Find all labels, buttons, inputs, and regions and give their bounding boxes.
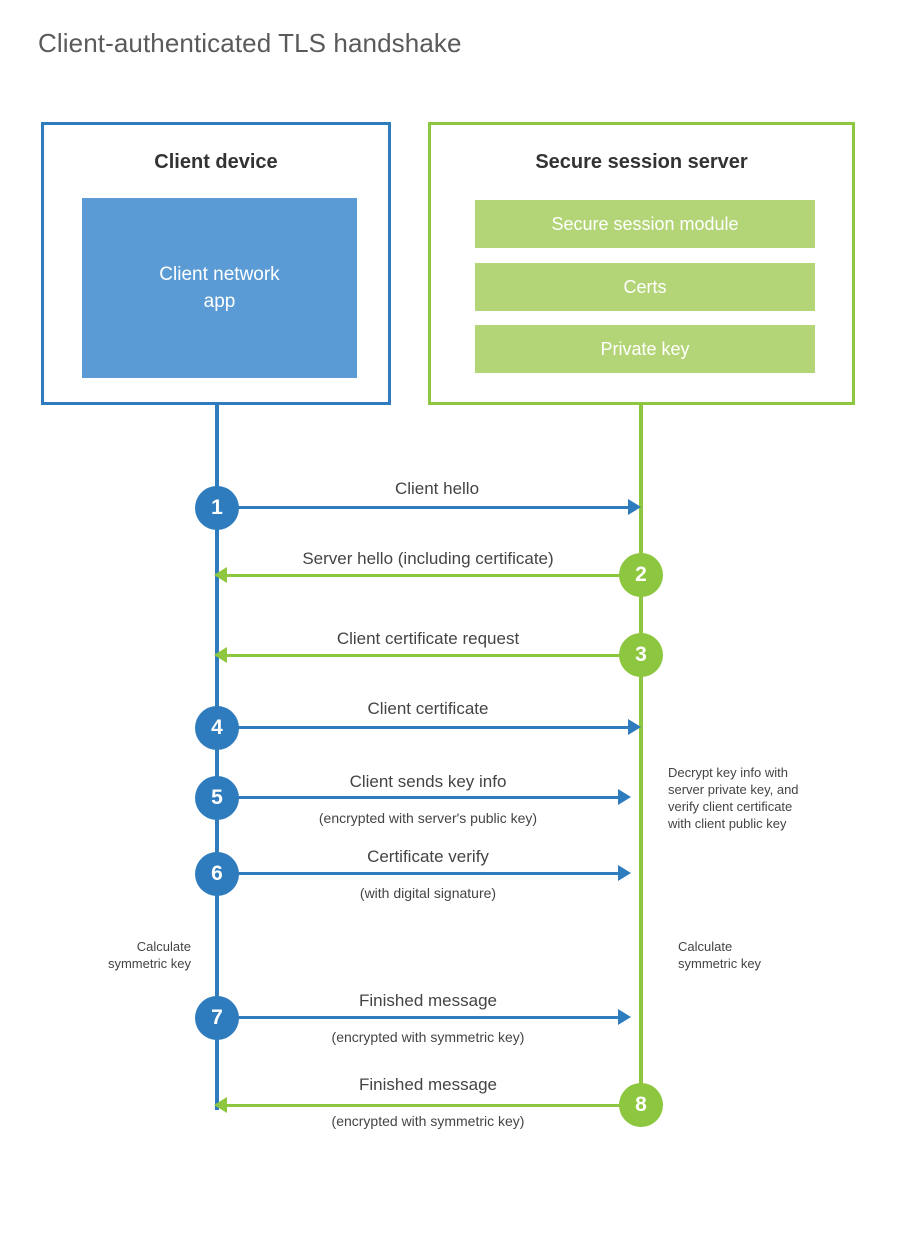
step-5-label: Client sends key info <box>349 772 507 791</box>
step-6-arrow-head-icon <box>618 865 631 881</box>
step-1-arrow-line <box>219 506 632 509</box>
step-6-sublabel: (with digital signature) <box>359 885 497 901</box>
step-5-number-badge[interactable]: 5 <box>195 776 239 820</box>
secure-session-server-box: Secure session server Secure session mod… <box>428 122 855 405</box>
secure-session-server-title: Secure session server <box>535 151 748 173</box>
step-3-arrow-line <box>226 654 623 657</box>
step-8-label: Finished message <box>359 1075 497 1094</box>
step-7-arrow-line <box>219 1016 622 1019</box>
step-6-number-badge[interactable]: 6 <box>195 852 239 896</box>
step-1-arrow-head-icon <box>628 499 641 515</box>
server-lifeline <box>639 405 643 1105</box>
step-2-number-badge[interactable]: 2 <box>619 553 663 597</box>
step-8-number-badge[interactable]: 8 <box>619 1083 663 1127</box>
server-module-certs: Certs <box>475 263 815 311</box>
client-network-app: Client network app <box>82 198 357 378</box>
step-7-label: Finished message <box>359 991 497 1010</box>
step-4-arrow-line <box>219 726 632 729</box>
step-5-arrow-line <box>219 796 622 799</box>
step-3-label: Client certificate request <box>336 629 520 648</box>
step-5-arrow-head-icon <box>618 789 631 805</box>
step-6-arrow-line <box>219 872 622 875</box>
step-1-label: Client hello <box>394 479 480 498</box>
client-device-title: Client device <box>154 151 278 173</box>
client-device-box: Client device Client network app <box>41 122 391 405</box>
step-7-sublabel: (encrypted with symmetric key) <box>331 1029 525 1045</box>
server-module-private-key: Private key <box>475 325 815 373</box>
step-4-label: Client certificate <box>367 699 489 718</box>
step-5-sublabel: (encrypted with server's public key) <box>318 810 538 826</box>
server-module-secure-session-module: Secure session module <box>475 200 815 248</box>
step-2-label: Server hello (including certificate) <box>302 549 554 568</box>
step-7-arrow-head-icon <box>618 1009 631 1025</box>
step-3-number-badge[interactable]: 3 <box>619 633 663 677</box>
step-4-arrow-head-icon <box>628 719 641 735</box>
client-lifeline <box>215 405 219 1110</box>
server-decrypt-note: Decrypt key info with server private key… <box>668 765 799 831</box>
step-2-arrow-head-icon <box>214 567 227 583</box>
step-7-number-badge[interactable]: 7 <box>195 996 239 1040</box>
step-8-arrow-head-icon <box>214 1097 227 1113</box>
step-4-number-badge[interactable]: 4 <box>195 706 239 750</box>
step-6-label: Certificate verify <box>367 847 489 866</box>
server-calculate-symmetric-key-note: Calculate symmetric key <box>678 939 762 971</box>
step-8-arrow-line <box>226 1104 623 1107</box>
page-title: Client-authenticated TLS handshake <box>38 28 462 58</box>
step-8-sublabel: (encrypted with symmetric key) <box>331 1113 525 1129</box>
step-3-arrow-head-icon <box>214 647 227 663</box>
step-2-arrow-line <box>226 574 623 577</box>
client-calculate-symmetric-key-note: Calculate symmetric key <box>107 939 191 971</box>
step-1-number-badge[interactable]: 1 <box>195 486 239 530</box>
